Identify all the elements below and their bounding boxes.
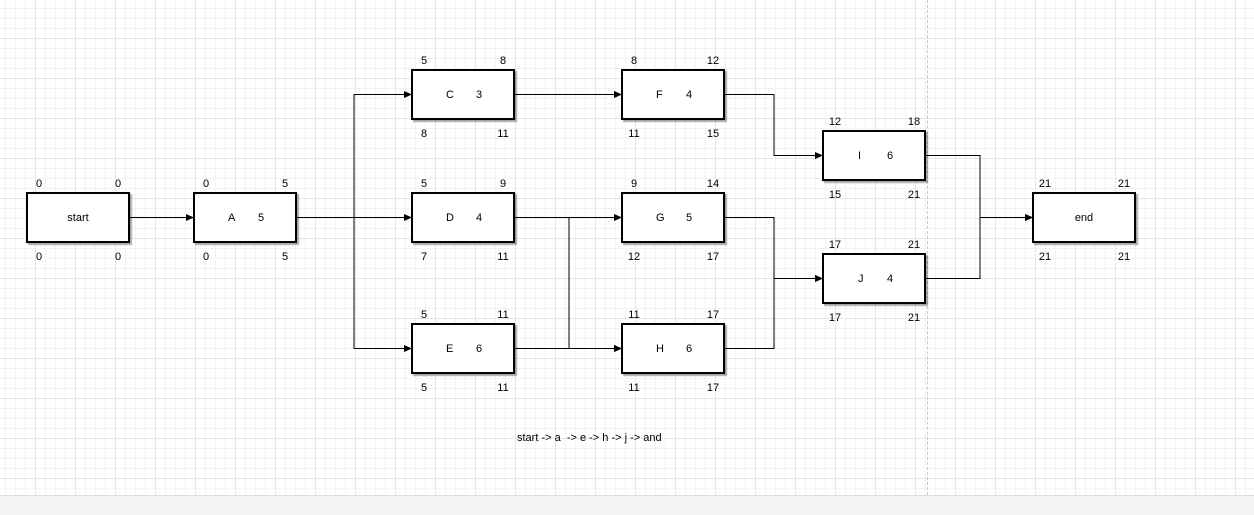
- early-finish-value: 17: [706, 309, 720, 321]
- edge-j-end[interactable]: [926, 214, 1033, 279]
- node-name: H: [656, 342, 664, 355]
- edge-h-j[interactable]: [725, 275, 823, 349]
- late-finish-value: 21: [1117, 251, 1131, 263]
- late-finish-value: 5: [281, 251, 289, 263]
- late-start-value: 7: [420, 251, 428, 263]
- late-finish-value: 0: [114, 251, 122, 263]
- early-finish-value: 5: [281, 178, 289, 190]
- node-name: C: [446, 88, 454, 101]
- early-start-value: 5: [420, 178, 428, 190]
- late-start-value: 12: [627, 251, 641, 263]
- activity-node-end[interactable]: end: [1032, 192, 1136, 243]
- edge-f-i[interactable]: [725, 94, 823, 159]
- early-start-value: 5: [420, 55, 428, 67]
- edge-a-e[interactable]: [297, 217, 412, 352]
- node-name: G: [656, 211, 665, 224]
- early-start-value: 17: [828, 239, 842, 251]
- late-start-value: 0: [202, 251, 210, 263]
- late-finish-value: 21: [907, 189, 921, 201]
- early-finish-value: 11: [497, 309, 509, 321]
- node-name: E: [446, 342, 454, 355]
- early-start-value: 12: [828, 116, 842, 128]
- node-duration: 3: [476, 88, 483, 101]
- edge-a-c[interactable]: [297, 91, 412, 218]
- late-start-value: 0: [35, 251, 43, 263]
- late-start-value: 17: [828, 312, 842, 324]
- late-start-value: 5: [420, 382, 428, 394]
- status-bar: [0, 495, 1254, 515]
- early-finish-value: 18: [907, 116, 921, 128]
- node-name: end: [1074, 211, 1094, 224]
- node-duration: 5: [686, 211, 693, 224]
- early-finish-value: 12: [706, 55, 720, 67]
- early-start-value: 8: [630, 55, 638, 67]
- late-finish-value: 11: [497, 382, 509, 394]
- late-start-value: 21: [1038, 251, 1052, 263]
- node-duration: 6: [887, 149, 894, 162]
- early-finish-value: 0: [114, 178, 122, 190]
- early-start-value: 21: [1038, 178, 1052, 190]
- page-break-line: [927, 0, 928, 495]
- early-finish-value: 21: [1117, 178, 1131, 190]
- early-start-value: 0: [35, 178, 43, 190]
- node-duration: 5: [258, 211, 265, 224]
- node-name: F: [656, 88, 663, 101]
- early-finish-value: 8: [499, 55, 507, 67]
- node-name: J: [858, 272, 864, 285]
- late-finish-value: 17: [706, 382, 720, 394]
- node-name: start: [67, 211, 89, 224]
- node-duration: 6: [686, 342, 693, 355]
- activity-node-start[interactable]: start: [26, 192, 130, 243]
- late-finish-value: 11: [497, 128, 509, 140]
- late-start-value: 11: [628, 382, 640, 394]
- node-duration: 4: [476, 211, 483, 224]
- late-finish-value: 11: [497, 251, 509, 263]
- node-name: I: [858, 149, 862, 162]
- edge-d-h[interactable]: [515, 217, 622, 352]
- node-duration: 6: [476, 342, 483, 355]
- node-duration: 4: [686, 88, 693, 101]
- late-start-value: 15: [828, 189, 842, 201]
- late-start-value: 11: [628, 128, 640, 140]
- early-finish-value: 21: [907, 239, 921, 251]
- edges-layer: [130, 91, 1033, 352]
- early-start-value: 9: [630, 178, 638, 190]
- late-start-value: 8: [420, 128, 428, 140]
- critical-path-note: start -> a -> e -> h -> j -> and: [517, 432, 662, 444]
- early-finish-value: 9: [499, 178, 507, 190]
- early-finish-value: 14: [706, 178, 720, 190]
- early-start-value: 11: [628, 309, 640, 321]
- edge-i-end[interactable]: [926, 155, 1033, 221]
- late-finish-value: 15: [706, 128, 720, 140]
- edge-g-j[interactable]: [725, 217, 823, 282]
- node-duration: 4: [887, 272, 894, 285]
- node-name: D: [446, 211, 454, 224]
- late-finish-value: 17: [706, 251, 720, 263]
- early-start-value: 5: [420, 309, 428, 321]
- node-name: A: [228, 211, 236, 224]
- late-finish-value: 21: [907, 312, 921, 324]
- early-start-value: 0: [202, 178, 210, 190]
